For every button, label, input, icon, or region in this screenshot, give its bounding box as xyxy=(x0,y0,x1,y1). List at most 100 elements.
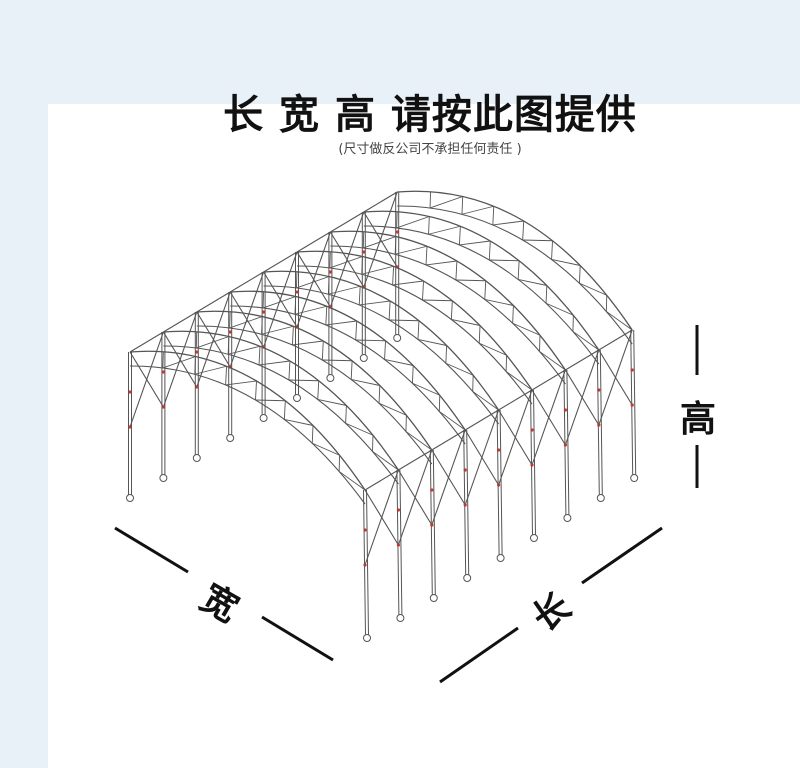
brace-right xyxy=(431,429,466,526)
post-foot xyxy=(293,394,301,402)
joint xyxy=(396,543,400,547)
post xyxy=(530,389,533,536)
joint xyxy=(630,368,634,372)
joint xyxy=(363,528,367,532)
arch-web-diagonal xyxy=(479,342,507,356)
arch-web-diagonal xyxy=(522,239,553,242)
joint xyxy=(161,405,165,409)
arch-web-diagonal xyxy=(361,265,394,275)
arch-web-vertical xyxy=(355,320,358,341)
brace-left xyxy=(263,251,298,348)
arch-web-vertical xyxy=(283,400,286,420)
arch-web-diagonal xyxy=(194,365,227,375)
post-foot xyxy=(192,454,201,462)
post-foot xyxy=(326,374,335,382)
post xyxy=(363,489,366,636)
arch-web-diagonal xyxy=(162,356,196,369)
arch-web-diagonal xyxy=(572,331,600,351)
joint xyxy=(328,270,332,274)
arch-web-vertical xyxy=(345,405,347,424)
arch-web-diagonal xyxy=(258,360,290,366)
joint xyxy=(128,425,132,429)
joint xyxy=(563,443,568,447)
eave-beam-left xyxy=(196,291,231,313)
arch-web-diagonal xyxy=(425,260,457,266)
eave-beam-right xyxy=(531,369,566,391)
joint xyxy=(530,463,534,467)
arch-web-diagonal xyxy=(317,398,347,406)
arch-web-diagonal xyxy=(325,320,357,326)
arch-web-diagonal xyxy=(439,411,466,431)
arch-web-vertical xyxy=(358,286,361,305)
arch-web-vertical xyxy=(350,360,353,380)
arch-web-diagonal xyxy=(396,216,430,229)
joint xyxy=(463,468,467,472)
joint xyxy=(161,370,165,374)
arch-web-diagonal xyxy=(338,471,366,491)
brace-right xyxy=(498,389,533,486)
post-foot xyxy=(396,614,405,622)
arch-web-diagonal xyxy=(518,278,547,286)
post-foot xyxy=(126,494,134,502)
arch-web-vertical xyxy=(512,305,514,324)
arch-web-diagonal xyxy=(378,402,407,416)
arch-web-vertical xyxy=(455,260,458,281)
arch-web-vertical xyxy=(317,380,320,400)
arch-web-vertical xyxy=(488,240,491,261)
arch-web-vertical xyxy=(384,340,386,360)
arch-web-vertical xyxy=(388,300,391,321)
arch-web-vertical xyxy=(461,196,464,215)
post xyxy=(496,409,500,556)
arch-web-diagonal xyxy=(606,311,633,331)
arch-web-vertical xyxy=(194,356,196,375)
arch-web-diagonal xyxy=(395,245,428,255)
arch-web-diagonal xyxy=(345,422,374,436)
arch-web-vertical xyxy=(412,365,414,384)
arch-web-diagonal xyxy=(417,338,447,346)
arch-web-diagonal xyxy=(459,240,491,246)
joint xyxy=(497,483,501,487)
eave-beam-left xyxy=(229,271,264,293)
eave-beam-left xyxy=(330,211,365,233)
joint xyxy=(396,508,400,512)
arch-web-diagonal xyxy=(322,359,353,362)
arch-web-vertical xyxy=(378,385,381,404)
arch-web-diagonal xyxy=(261,325,294,335)
arch-web-diagonal xyxy=(225,380,257,386)
arch-web-vertical xyxy=(311,425,314,444)
arch-web-vertical xyxy=(255,380,257,401)
arch-web-diagonal xyxy=(196,336,230,349)
arch-web-vertical xyxy=(225,366,228,385)
arch-web-diagonal xyxy=(384,358,414,366)
post-foot xyxy=(359,354,368,362)
arch-web-diagonal xyxy=(445,362,474,376)
arch-web-vertical xyxy=(325,306,328,325)
joint xyxy=(463,503,467,507)
height-label: 高 xyxy=(680,399,717,440)
brace-right xyxy=(598,329,633,426)
arch-bottom-chord xyxy=(397,205,633,345)
arch-web-diagonal xyxy=(451,318,481,326)
post xyxy=(396,469,400,616)
joint xyxy=(430,523,434,527)
post xyxy=(633,329,637,476)
arch-web-vertical xyxy=(417,320,420,340)
post xyxy=(429,449,433,596)
post xyxy=(533,389,536,536)
arch-web-diagonal xyxy=(292,340,324,346)
arch-web-diagonal xyxy=(262,296,296,309)
arch-web-diagonal xyxy=(294,305,327,315)
joint xyxy=(430,488,434,492)
post-foot xyxy=(596,494,605,502)
post-foot xyxy=(429,594,438,602)
joint xyxy=(563,408,568,412)
arch-web-vertical xyxy=(517,260,520,280)
eave-beam-left xyxy=(363,191,398,213)
post-foot xyxy=(496,554,505,562)
post-foot xyxy=(226,434,235,442)
eave-beam-right xyxy=(398,449,433,471)
arch-web-diagonal xyxy=(389,319,419,322)
arch-web-vertical xyxy=(294,296,297,315)
post xyxy=(399,469,403,616)
image-panel xyxy=(48,104,800,768)
